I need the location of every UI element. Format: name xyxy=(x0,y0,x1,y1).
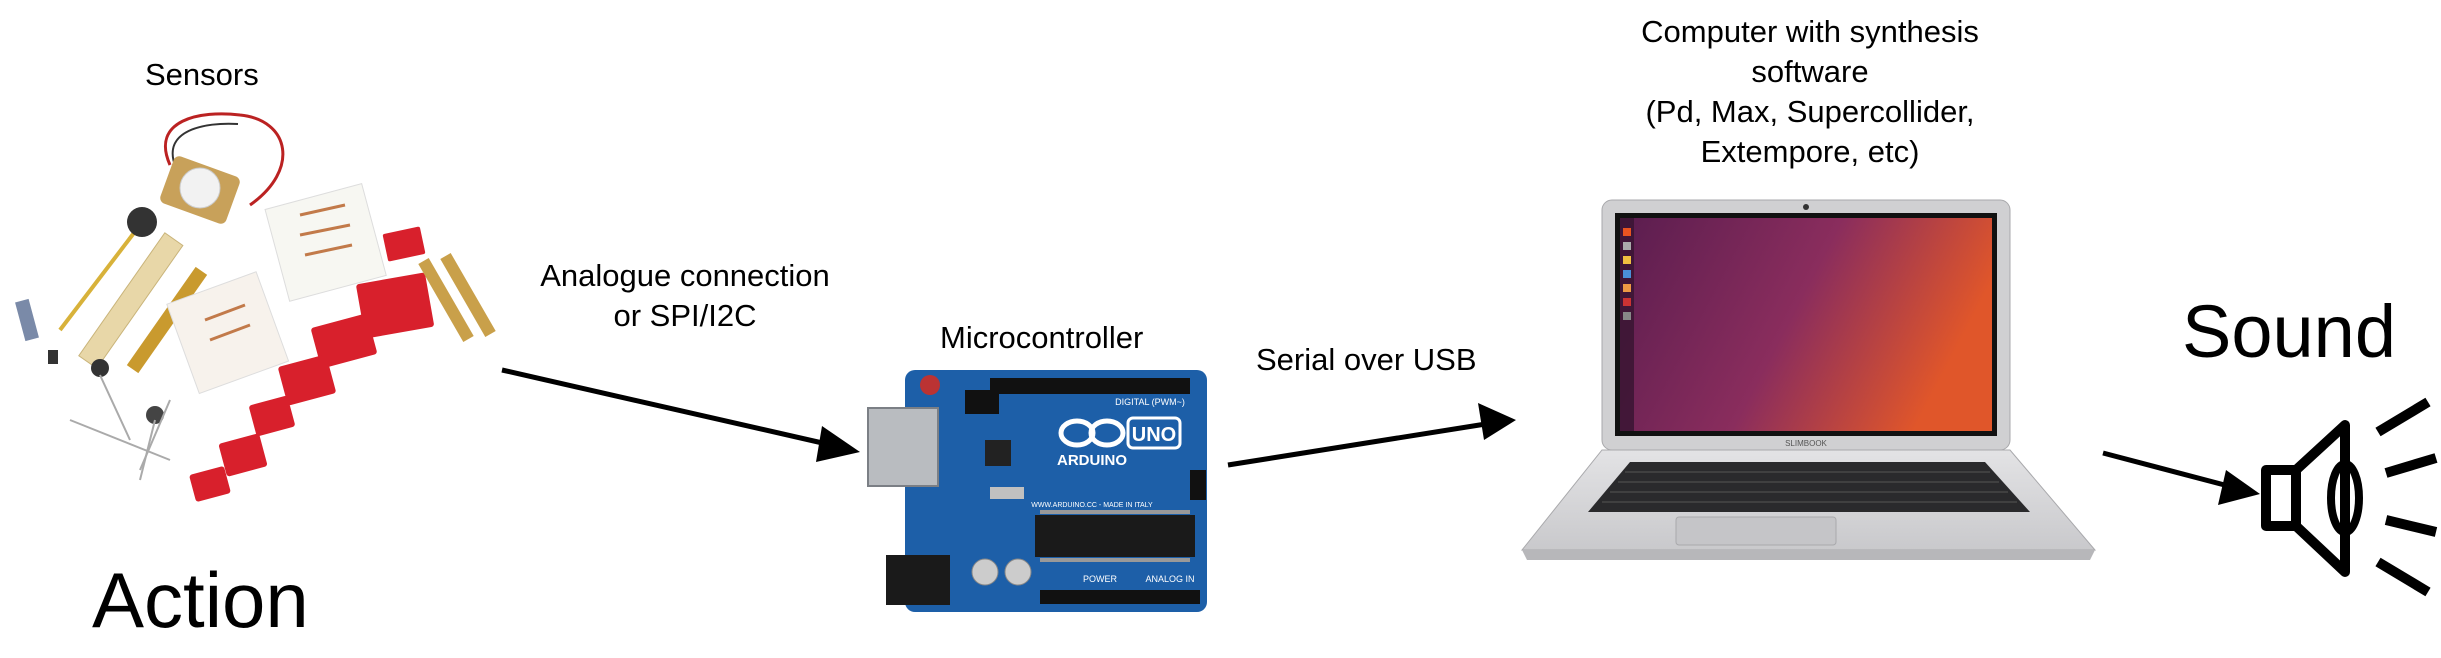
digital-header xyxy=(990,378,1190,394)
board-brand: ARDUINO xyxy=(1057,452,1127,469)
sensors-label: Sensors xyxy=(145,57,259,92)
microcontroller-label: Microcontroller xyxy=(940,320,1144,355)
reset-button xyxy=(920,375,940,395)
component-round-2 xyxy=(146,406,164,424)
resistors xyxy=(204,203,353,342)
arrow-microcontroller-to-computer xyxy=(1227,403,1516,468)
pir-sensor xyxy=(160,112,285,224)
power-header-label: POWER xyxy=(1083,574,1118,584)
icsp-header xyxy=(1190,470,1206,500)
speaker-icon xyxy=(2261,397,2438,597)
atmega-chip xyxy=(1035,515,1195,557)
analog-header-label: ANALOG IN xyxy=(1145,574,1194,584)
dock-icons xyxy=(1623,228,1631,320)
computer-label: Computer with synthesis software (Pd, Ma… xyxy=(1590,12,2030,172)
dc-jack xyxy=(886,555,950,605)
computer-line-3: (Pd, Max, Supercollider, xyxy=(1645,94,1975,129)
analogue-connection-label: Analogue connection or SPI/I2C xyxy=(520,256,850,336)
board-model: UNO xyxy=(1132,424,1176,446)
arduino-logo xyxy=(1058,416,1182,450)
analogue-line-1: Analogue connection xyxy=(540,258,830,293)
crystal xyxy=(990,487,1024,499)
leads xyxy=(69,374,171,481)
resistor-bag xyxy=(264,182,387,302)
laptop-image: SLIMBOOK xyxy=(1520,199,2097,560)
arduino-board-image: UNO ARDUINO DIGITAL (PWM~) WWW.ARDUINO.C… xyxy=(867,370,1207,612)
soil-sensor xyxy=(418,253,496,342)
component-round xyxy=(91,359,109,377)
chip-pins xyxy=(1040,510,1190,562)
webcam xyxy=(1803,204,1809,210)
keyboard-keys xyxy=(1602,471,2017,503)
serial-usb-label: Serial over USB xyxy=(1256,342,1477,377)
flex-sensor xyxy=(78,232,184,370)
computer-line-4: Extempore, etc) xyxy=(1700,134,1920,169)
usb-connector xyxy=(867,407,939,487)
force-sensor xyxy=(58,207,157,332)
capacitor xyxy=(971,558,999,586)
soft-pot-sensor xyxy=(126,266,208,374)
made-in-label: WWW.ARDUINO.CC - MADE IN ITALY xyxy=(1031,502,1153,509)
digital-header-label: DIGITAL (PWM~) xyxy=(1115,397,1185,407)
sensors-kit-image xyxy=(15,112,496,502)
computer-line-1: Computer with synthesis xyxy=(1641,14,1979,49)
small-sensor xyxy=(15,298,39,342)
usb-chip-header xyxy=(965,390,999,414)
touchpad xyxy=(1675,516,1837,546)
capacitor-2 xyxy=(1004,558,1032,586)
component xyxy=(48,350,58,364)
arrow-computer-to-sound xyxy=(2102,450,2260,505)
action-label: Action xyxy=(92,556,309,644)
sound-label: Sound xyxy=(2182,290,2396,373)
analogue-line-2: or SPI/I2C xyxy=(613,298,757,333)
laptop-screen xyxy=(1620,218,1992,431)
usb-chip xyxy=(985,440,1011,466)
computer-line-2: software xyxy=(1751,54,1869,89)
laptop-front-edge xyxy=(1522,550,2095,560)
laptop-brand: SLIMBOOK xyxy=(1785,439,1827,448)
keyboard xyxy=(1588,462,2030,512)
analog-header xyxy=(1040,590,1200,604)
arrow-sensors-to-microcontroller xyxy=(501,367,860,462)
breakout-boards xyxy=(189,226,434,502)
